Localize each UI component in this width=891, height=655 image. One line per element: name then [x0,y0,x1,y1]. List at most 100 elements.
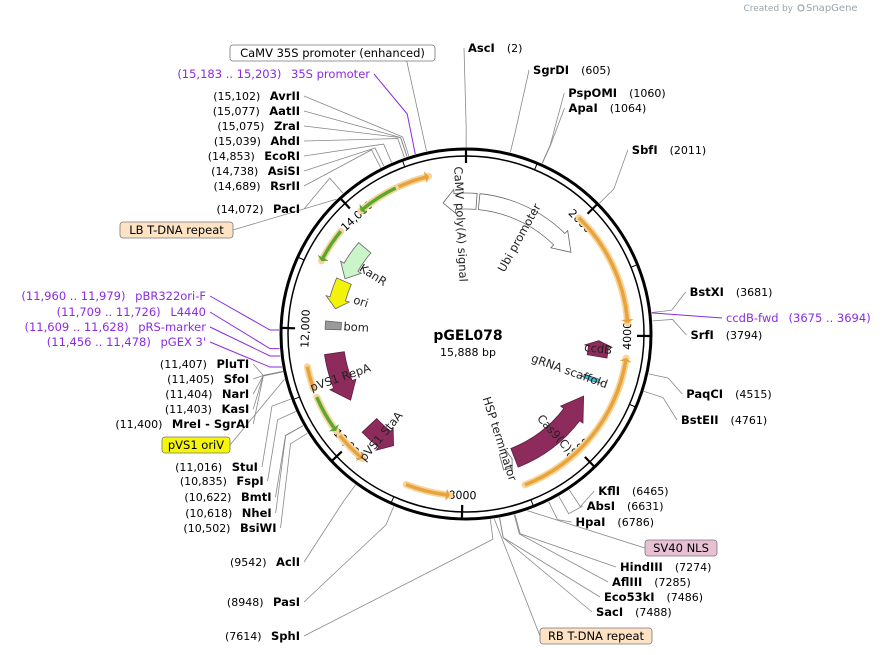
enzyme-name: AclI [276,555,300,569]
enzyme-position: (7614) [225,630,265,643]
enzyme-name: AsiSI [268,164,300,178]
outer-arc [305,366,316,390]
enzyme-name: AatII [269,104,300,118]
feature-label: KanR [357,261,390,289]
leader-line [513,514,609,583]
enzyme-name: ZraI [274,119,300,133]
enzyme-position: (15,077) [213,105,264,118]
enzyme-label: BstXI(3681) [690,285,773,299]
enzyme-name: FspI [236,474,263,488]
feature-pvs1-repa [324,351,357,401]
plasmid-name: pGEL078 [433,328,502,344]
feature-label: ccdB [584,340,613,357]
enzyme-name: SfoI [224,372,249,386]
enzyme-position: (11,405) [167,373,218,386]
outer-feature-arcs [303,171,634,502]
enzyme-label: AbsI (6631) [587,499,664,513]
enzyme-position: (9542) [230,556,270,569]
primer-label: ccdB-fwd(3675 .. 3694) [726,311,871,325]
enzyme-name: EcoRI [264,149,300,163]
leader-line [303,143,392,163]
enzyme-position: (15,039) [214,135,265,148]
leader-line [267,411,296,482]
enzyme-name: AbsI [587,499,615,513]
primer-label: (11,456 .. 11,478) pGEX 3' [47,335,206,349]
enzyme-name: Eco53kI [604,590,655,604]
enzyme-position: (14,738) [211,165,262,178]
leader-line [651,291,686,313]
leader-line [514,514,617,568]
tick-mark [331,450,343,462]
primer-label: (11,960 .. 11,979) pBR322ori-F [21,289,206,303]
enzyme-name: HpaI [576,515,606,529]
leader-lines [209,47,723,637]
primer-range: (11,456 .. 11,478) [47,335,155,349]
leader-line [541,92,565,164]
leader-line [303,110,408,157]
tick-label: 12,000 [298,309,312,348]
outer-arc [524,357,632,487]
leader-line [652,319,687,336]
enzyme-name: AscI [468,41,495,55]
enzyme-position: (3681) [736,286,773,299]
enzyme-label: ApaI(1064) [569,101,647,115]
tick-mark [584,456,595,468]
primer-label: (15,183 .. 15,203) 35S promoter [177,67,370,81]
leader-line [568,489,595,508]
enzyme-position: (10,835) [180,475,231,488]
enzyme-label: SgrDI(605) [533,63,611,77]
feature-badge [539,627,653,645]
primer-label: (11,709 .. 11,726) L4440 [57,305,206,319]
leader-line [252,371,283,425]
tick-label: 4000 [621,322,634,350]
feature-bom [324,320,342,331]
enzyme-position: (1064) [610,102,647,115]
enzyme-label: (11,016) StuI [175,460,258,474]
enzyme-name: NarI [222,387,249,401]
enzyme-position: (6465) [632,485,669,498]
enzyme-position: (3794) [726,329,763,342]
enzyme-label: Eco53kI (7486) [604,590,703,604]
enzyme-label: (9542) AclI [230,555,300,569]
watermark-prefix: Created by [743,4,793,14]
enzyme-position: (1060) [629,87,666,100]
primer-range: (15,183 .. 15,203) [177,67,285,81]
enzyme-position: (15,102) [213,90,264,103]
enzyme-name: PacI [273,202,300,216]
enzyme-name: SgrDI [533,63,569,77]
leader-line [648,373,683,395]
enzyme-position: (11,016) [175,461,226,474]
enzyme-position: (7486) [667,591,704,604]
primer-leader [651,312,723,319]
leader-line [303,147,385,172]
feature-cas9-c- [510,395,585,468]
enzyme-position: (14,853) [208,150,259,163]
feature-badge [229,44,436,62]
primer-name: pGEX 3' [161,335,207,349]
primer-name: 35S promoter [291,67,370,81]
enzyme-name: BmtI [241,490,272,504]
outer-arc [397,171,429,189]
enzyme-position: (6631) [627,500,664,513]
enzyme-label: (14,689) RsrII [213,179,300,193]
leader-line [643,391,678,421]
primer-range: (11,609 .. 11,628) [24,320,132,334]
enzyme-position: (10,618) [185,507,236,520]
leader-line [303,138,405,158]
enzyme-name: AvrII [270,89,300,103]
enzyme-name: AflIII [612,575,642,589]
leader-line [303,95,410,157]
enzyme-name: SbfI [632,143,658,157]
enzyme-position: (4515) [735,388,772,401]
enzyme-position: (7274) [675,561,712,574]
enzyme-position: (15,075) [217,120,268,133]
enzyme-name: PaqCI [686,387,723,401]
feature-ccdb [584,340,613,359]
enzyme-label: (11,404) NarI [165,387,249,401]
feature-kanr [339,242,372,280]
primer-name: L4440 [170,305,206,319]
enzyme-name: StuI [232,460,258,474]
leader-line [542,107,565,164]
leader-line [303,149,381,187]
primer-name: pRS-marker [138,320,206,334]
